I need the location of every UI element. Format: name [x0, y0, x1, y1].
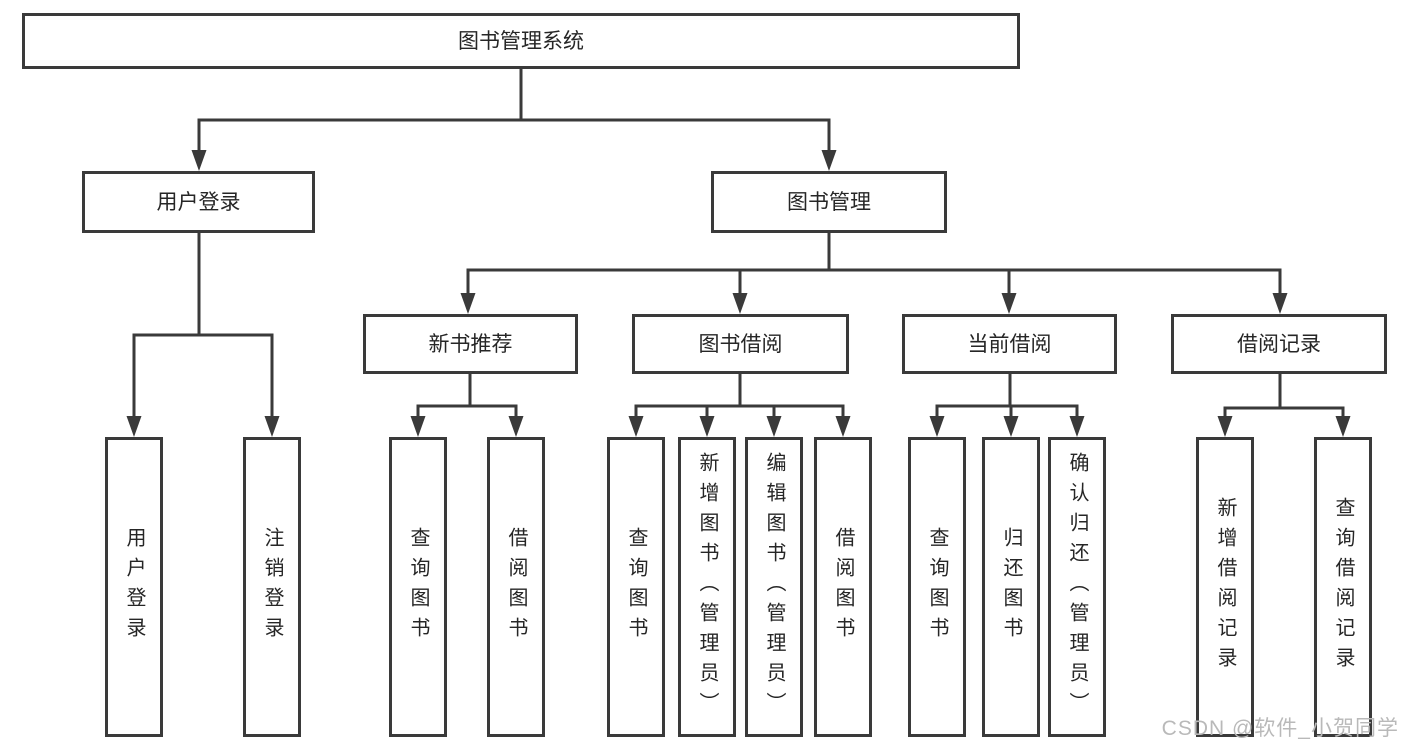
leaf-label: 借阅图书 — [505, 527, 527, 647]
leaf-add-borrow-record: 新增借阅记录 — [1196, 437, 1254, 737]
node-label: 当前借阅 — [967, 332, 1052, 356]
node-book-borrowing: 图书借阅 — [632, 314, 849, 374]
arrowhead — [1001, 293, 1017, 314]
arrowhead — [126, 416, 142, 437]
arrowhead — [766, 416, 782, 437]
node-borrowing-records: 借阅记录 — [1171, 314, 1387, 374]
leaf-label: 查询图书 — [407, 527, 429, 647]
arrowhead — [1069, 416, 1085, 437]
arrowhead — [628, 416, 644, 437]
leaf-label: 借阅图书 — [832, 527, 854, 647]
arrowhead — [929, 416, 945, 437]
node-label: 新书推荐 — [428, 332, 513, 356]
watermark-text: CSDN @软件_小贺同学 — [1161, 717, 1399, 740]
arrowhead — [732, 293, 748, 314]
leaf-logout: 注销登录 — [243, 437, 301, 737]
node-book-management-branch: 图书管理 — [711, 171, 947, 233]
arrowhead — [1003, 416, 1019, 437]
arrowhead — [410, 416, 426, 437]
node-label: 借阅记录 — [1237, 332, 1321, 356]
node-library-management-system: 图书管理系统 — [22, 13, 1020, 69]
leaf-label: 确认归还（管理员） — [1066, 452, 1088, 722]
leaf-query-borrow-record: 查询借阅记录 — [1314, 437, 1372, 737]
node-label: 图书借阅 — [698, 332, 783, 356]
leaf-label: 编辑图书（管理员） — [763, 452, 785, 722]
leaf-user-login: 用户登录 — [105, 437, 163, 737]
arrowhead — [460, 293, 476, 314]
node-label: 图书管理系统 — [458, 29, 584, 53]
leaf-add-books-admin: 新增图书（管理员） — [678, 437, 736, 737]
leaf-borrow-books-2: 借阅图书 — [814, 437, 872, 737]
leaf-label: 新增借阅记录 — [1214, 497, 1236, 677]
node-label: 图书管理 — [787, 190, 871, 214]
node-user-login-branch: 用户登录 — [82, 171, 315, 233]
node-new-book-recommend: 新书推荐 — [363, 314, 578, 374]
arrowhead — [699, 416, 715, 437]
leaf-return-books: 归还图书 — [982, 437, 1040, 737]
leaf-confirm-return-admin: 确认归还（管理员） — [1048, 437, 1106, 737]
leaf-query-books-3: 查询图书 — [908, 437, 966, 737]
node-current-borrowing: 当前借阅 — [902, 314, 1117, 374]
arrowhead — [264, 416, 280, 437]
leaf-borrow-books-1: 借阅图书 — [487, 437, 545, 737]
leaf-label: 查询借阅记录 — [1332, 497, 1354, 677]
arrowhead — [508, 416, 524, 437]
arrowhead — [1272, 293, 1288, 314]
leaf-label: 查询图书 — [926, 527, 948, 647]
leaf-label: 注销登录 — [261, 527, 283, 647]
leaf-label: 用户登录 — [123, 527, 145, 647]
arrowhead — [821, 150, 837, 171]
leaf-query-books-1: 查询图书 — [389, 437, 447, 737]
arrowhead — [191, 150, 207, 171]
arrowhead — [835, 416, 851, 437]
leaf-label: 归还图书 — [1000, 527, 1022, 647]
leaf-label: 查询图书 — [625, 527, 647, 647]
arrowhead — [1335, 416, 1351, 437]
arrowhead — [1217, 416, 1233, 437]
node-label: 用户登录 — [156, 190, 241, 214]
leaf-edit-books-admin: 编辑图书（管理员） — [745, 437, 803, 737]
leaf-query-books-2: 查询图书 — [607, 437, 665, 737]
leaf-label: 新增图书（管理员） — [696, 452, 718, 722]
